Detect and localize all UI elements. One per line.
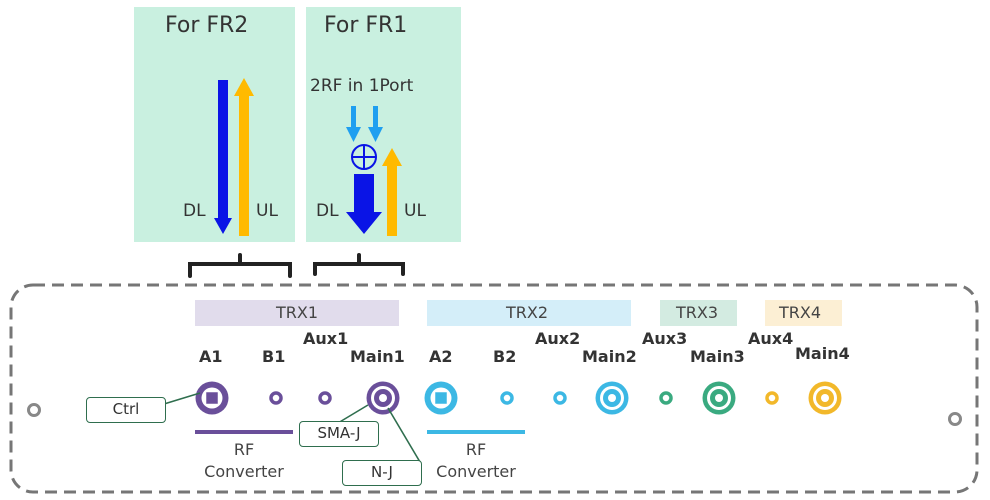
fr2-ul-arrow — [239, 94, 249, 236]
port-label-a1: A1 — [199, 347, 223, 366]
port-label-aux3: Aux3 — [642, 329, 688, 348]
port-label-main1: Main1 — [350, 347, 405, 366]
port-label-main3: Main3 — [690, 347, 745, 366]
fr2-brace — [188, 253, 292, 278]
rf-converter-label-2: RF Converter — [420, 439, 532, 483]
mounting-hole-left — [27, 403, 41, 417]
port-a2[interactable] — [424, 381, 458, 415]
fr2-title: For FR2 — [165, 13, 249, 38]
callout-n-j: N-J — [342, 460, 422, 486]
port-label-aux1: Aux1 — [303, 329, 349, 348]
band-bar-trx1 — [195, 300, 399, 326]
fr1-ul-arrow — [387, 164, 397, 236]
port-aux4[interactable] — [765, 391, 779, 405]
fr1-brace — [313, 253, 405, 276]
band-bar-trx4 — [765, 300, 842, 326]
port-label-aux4: Aux4 — [748, 329, 794, 348]
port-b1[interactable] — [269, 391, 283, 405]
rf-converter-label-1: RF Converter — [188, 439, 300, 483]
port-aux2[interactable] — [553, 391, 567, 405]
band-label-trx2: TRX2 — [506, 303, 549, 322]
sma-pointer — [337, 404, 369, 424]
port-main2[interactable] — [595, 381, 629, 415]
rf-converter-line-1 — [195, 430, 293, 434]
fr1-title: For FR1 — [324, 13, 408, 38]
mounting-hole-right — [948, 412, 962, 426]
port-main1[interactable] — [366, 381, 400, 415]
fr2-panel — [134, 7, 295, 242]
rf-converter-line-2 — [427, 430, 525, 434]
fr1-panel — [306, 7, 461, 242]
fr1-dl-arrow — [354, 174, 374, 214]
port-label-aux2: Aux2 — [535, 329, 581, 348]
callout-sma-j: SMA-J — [299, 421, 379, 447]
combiner-icon — [351, 144, 377, 170]
rf-converter-2-line2: Converter — [436, 462, 516, 481]
port-label-main2: Main2 — [582, 347, 637, 366]
fr2-dl-label: DL — [183, 201, 206, 221]
band-bar-trx2 — [427, 300, 631, 326]
rf-input-arrows — [346, 106, 383, 142]
rf-converter-1-line1: RF — [233, 440, 255, 459]
port-label-main4: Main4 — [795, 344, 850, 363]
nj-pointer — [387, 407, 421, 463]
band-label-trx1: TRX1 — [276, 303, 319, 322]
port-main4[interactable] — [808, 381, 842, 415]
band-bar-trx3 — [660, 300, 737, 326]
fr1-dl-label: DL — [316, 201, 339, 221]
fr2-ul-label: UL — [256, 201, 278, 221]
port-aux1[interactable] — [318, 391, 332, 405]
port-b2[interactable] — [500, 391, 514, 405]
port-label-b2: B2 — [493, 347, 517, 366]
fr1-note: 2RF in 1Port — [310, 76, 414, 96]
equipment-outline — [9, 283, 979, 494]
callout-ctrl: Ctrl — [86, 397, 166, 423]
rf-converter-2-line1: RF — [465, 440, 487, 459]
port-label-a2: A2 — [429, 347, 453, 366]
port-main3[interactable] — [702, 381, 736, 415]
band-label-trx4: TRX4 — [779, 303, 822, 322]
fr2-dl-arrow — [218, 80, 228, 220]
rf-converter-1-line2: Converter — [204, 462, 284, 481]
ctrl-pointer — [163, 392, 201, 405]
band-label-trx3: TRX3 — [676, 303, 719, 322]
port-a1[interactable] — [195, 381, 229, 415]
fr1-ul-label: UL — [404, 201, 426, 221]
port-aux3[interactable] — [659, 391, 673, 405]
port-label-b1: B1 — [262, 347, 286, 366]
